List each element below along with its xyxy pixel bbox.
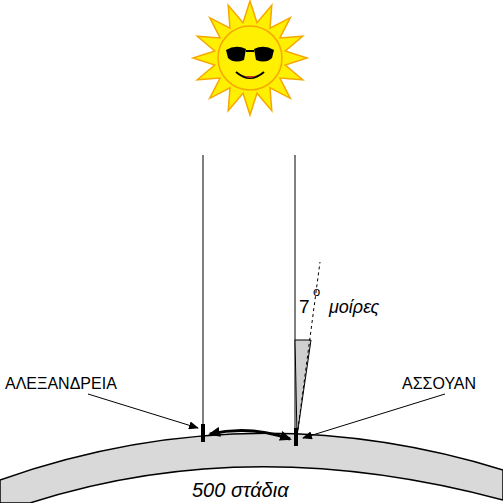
sun (193, 1, 307, 115)
leader-line (303, 394, 445, 438)
angle-line (297, 262, 320, 436)
city-label: ΑΛΕΞΑΝΔΡΕΙΑ (5, 376, 117, 392)
angle-unit: μοίρες (329, 298, 379, 316)
city-label: ΑΣΣΟΥΑΝ (402, 376, 476, 392)
city-tick (201, 424, 205, 442)
sun-ray (203, 155, 204, 430)
earth-surface (0, 433, 503, 503)
angle-value: 7 (299, 297, 310, 316)
distance-arrow (210, 430, 290, 439)
degree-mark: o (313, 285, 320, 298)
leader-line (88, 394, 198, 428)
sun-ray (295, 155, 296, 436)
distance-label: 500 στάδια (192, 480, 289, 500)
city-tick (294, 428, 298, 446)
